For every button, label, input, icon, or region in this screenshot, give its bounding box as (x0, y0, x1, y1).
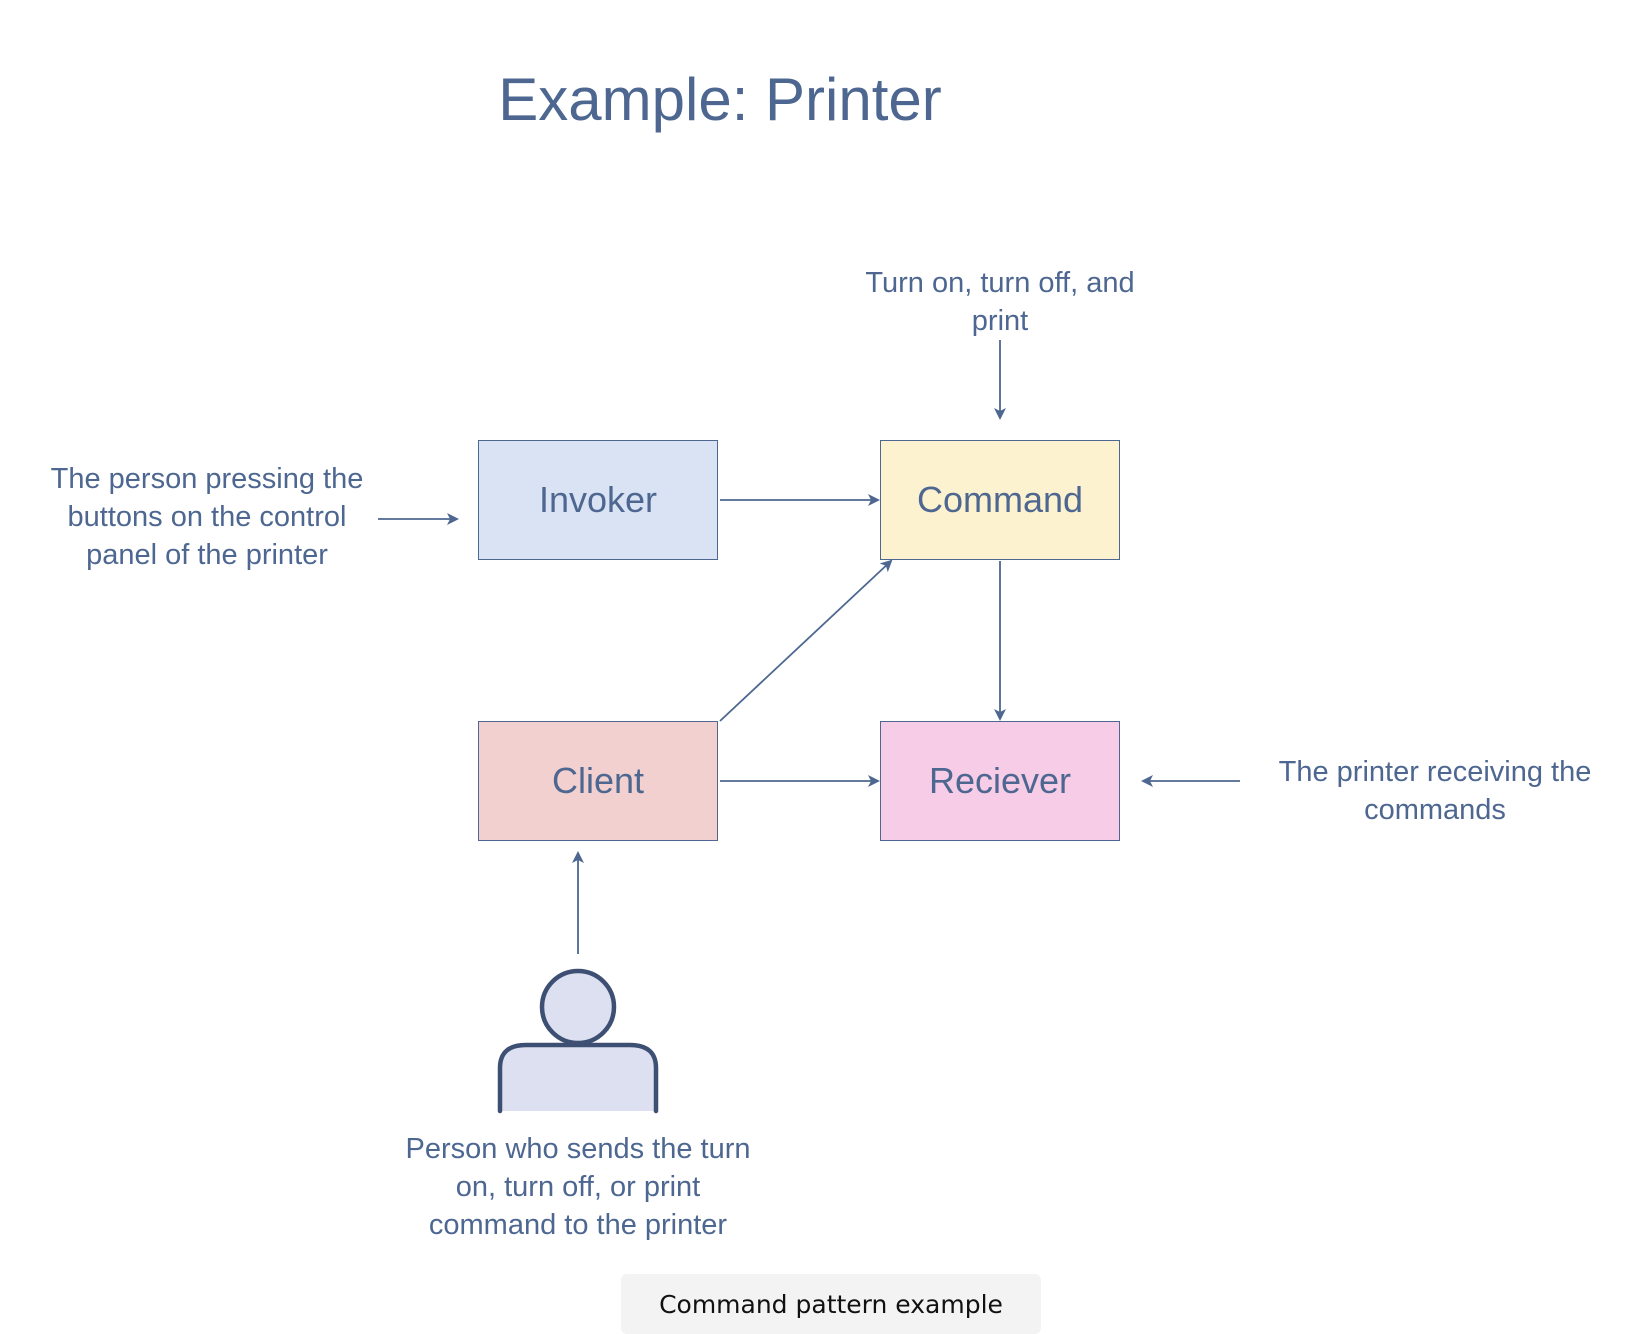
diagram-title: Example: Printer (498, 66, 942, 133)
note-line: commands (1364, 794, 1506, 826)
note-line: Turn on, turn off, and (865, 267, 1135, 299)
receiver-box: Reciever (880, 721, 1120, 841)
invoker-note: The person pressing the buttons on the c… (20, 460, 394, 574)
note-line: Person who sends the turn (405, 1133, 751, 1165)
figure-caption: Command pattern example (621, 1274, 1041, 1334)
command-box: Command (880, 440, 1120, 560)
client-box: Client (478, 721, 718, 841)
invoker-label: Invoker (538, 479, 658, 520)
person-head (539, 968, 617, 1046)
note-line: on, turn off, or print (455, 1171, 701, 1203)
caption-text: Command pattern example (659, 1289, 1003, 1319)
person-icon (497, 968, 659, 1114)
note-line: panel of the printer (86, 539, 328, 571)
arrow-client-to-command (719, 559, 893, 722)
client-note: Person who sends the turn on, turn off, … (375, 1130, 781, 1244)
note-line: command to the printer (428, 1209, 728, 1241)
client-label: Client (551, 760, 645, 801)
note-line: buttons on the control (67, 501, 347, 533)
receiver-note: The printer receiving the commands (1245, 753, 1625, 829)
note-line: The printer receiving the (1278, 756, 1592, 788)
invoker-box: Invoker (478, 440, 718, 560)
person-body (497, 1042, 659, 1114)
command-label: Command (916, 479, 1084, 520)
note-line: print (971, 305, 1029, 337)
receiver-label: Reciever (928, 760, 1072, 801)
command-note: Turn on, turn off, and print (820, 264, 1180, 340)
note-line: The person pressing the (50, 463, 364, 495)
